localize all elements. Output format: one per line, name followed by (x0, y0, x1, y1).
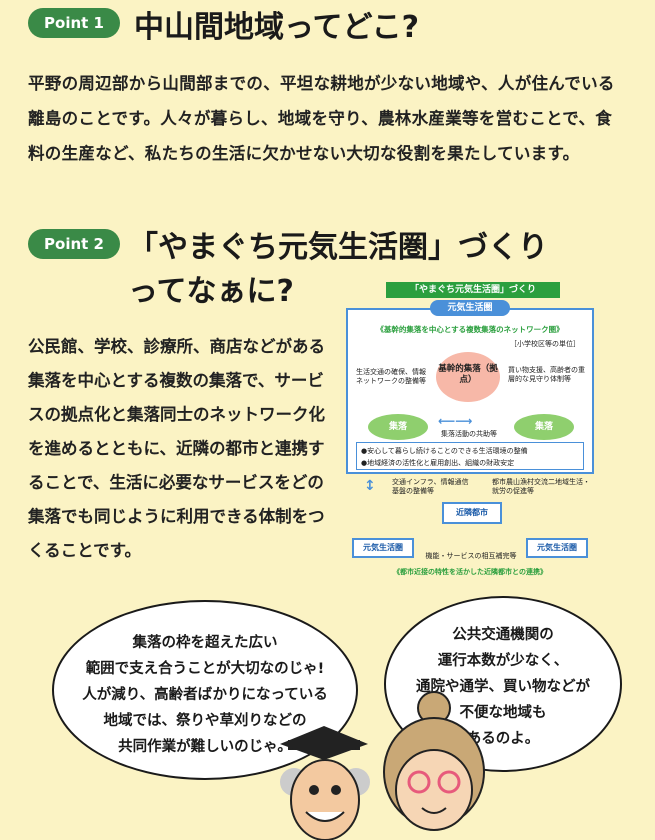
village-left: 集落 (368, 414, 428, 440)
note-1: ●安心して暮らし続けることのできる生活環境の整備 (361, 447, 528, 455)
genki-box-label: 元気生活圏 (430, 300, 510, 316)
bubble-left-line: 人が減り、高齢者ばかりになっている (82, 687, 328, 703)
point2-badge: Point 2 (28, 229, 120, 259)
old-man-character-icon (280, 726, 370, 840)
left-lower-text: 交通インフラ、情報通信基盤の整備等 (392, 478, 469, 495)
neighbor-city: 近隣都市 (442, 502, 502, 524)
mutual-aid-text: 集落活動の共助等 (441, 430, 497, 438)
right-support-text: 買い物支援、高齢者の重層的な見守り体制等 (508, 366, 585, 383)
point2-body: 公民館、学校、診療所、商店などがある集落を中心とする複数の集落で、サービスの拠点… (28, 337, 325, 560)
unit-label: ［小学校区等の単位］ (510, 340, 580, 348)
bubble-left-line: 集落の枠を超えた広い (132, 635, 278, 651)
village-right: 集落 (514, 414, 574, 440)
right-lower-text: 都市農山漁村交流二地域生活・就労の促進等 (492, 478, 590, 495)
bubble-left-line: 範囲で支え合うことが大切なのじゃ! (85, 661, 325, 677)
note-2: ●地域経済の活性化と雇用創出、組織の財政安定 (361, 459, 515, 467)
bubble-right-line: あるのよ。 (466, 731, 540, 747)
point2-title-line2: ってなぁに? (128, 274, 294, 309)
bubble-right-line: 通院や通学、買い物などが (416, 679, 590, 695)
bubble-right-line: 不便な地域も (459, 705, 547, 721)
core-village: 基幹的集落（拠点） (436, 352, 500, 402)
bubble-left-line: 共同作業が難しいのじゃ。 (118, 739, 292, 755)
genki-box-sub: 《基幹的集落を中心とする複数集落のネットワーク圏》 (376, 325, 564, 334)
speech-bubble-left: 集落の枠を超えた広い 範囲で支え合うことが大切なのじゃ! 人が減り、高齢者ばかり… (52, 600, 358, 780)
left-support-text: 生活交通の確保、情報ネットワークの整備等 (356, 368, 426, 385)
point1-body: 平野の周辺部から山間部までの、平坦な耕地が少ない地域や、人が住んでいる離島のこと… (28, 74, 615, 163)
genki-box: 元気生活圏 《基幹的集落を中心とする複数集落のネットワーク圏》 ［小学校区等の単… (346, 300, 594, 474)
old-woman-character-icon (383, 691, 485, 831)
village-arrow-icon: ⟵⟶ (438, 414, 473, 428)
point1-title: 中山間地域ってどこ? (134, 10, 420, 45)
bubble-right-line: 公共交通機関の (452, 627, 554, 643)
complement-text: 機能・サービスの相互補完等 (425, 552, 517, 560)
bubble-left-line: 地域では、祭りや草刈りなどの (103, 713, 307, 729)
bubble-right-line: 運行本数が少なく、 (437, 653, 569, 669)
genki-left: 元気生活圏 (352, 538, 414, 558)
network-diagram: 「やまぐち元気生活圏」づくり 元気生活圏 《基幹的集落を中心とする複数集落のネッ… (346, 282, 596, 582)
diagram-caption: 《都市近接の特性を活かした近隣都市との連携》 (393, 568, 547, 576)
genki-right: 元気生活圏 (526, 538, 588, 558)
diagram-title: 「やまぐち元気生活圏」づくり (386, 282, 560, 298)
left-vertical-arrow-icon: ↕ (364, 478, 376, 494)
box-notes: ●安心して暮らし続けることのできる生活環境の整備 ●地域経済の活性化と雇用創出、… (356, 442, 584, 470)
point1-badge: Point 1 (28, 8, 120, 38)
point2-title-line1: 「やまぐち元気生活圏」づくり (128, 230, 548, 265)
